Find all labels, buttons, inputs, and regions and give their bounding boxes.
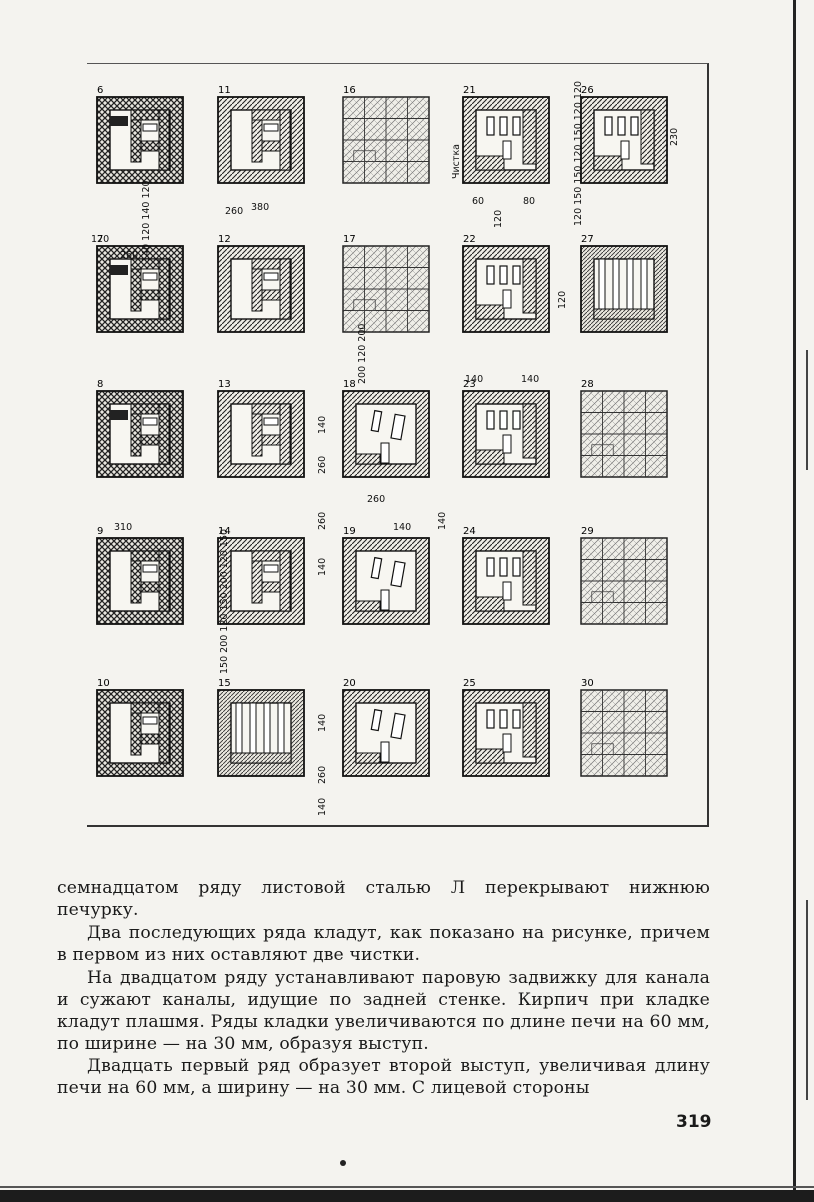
masonry-row-21: 21 [462,85,550,184]
dimension-label: 140 [437,512,448,530]
scan-edge [0,1190,814,1202]
dimension-label: 140 [317,558,328,576]
row-number-label: 13 [218,379,231,390]
row-number-label: 25 [463,678,476,689]
masonry-row-19: 19 [342,526,430,625]
dimension-label: 120 150 150 120 150 120 120 [573,81,584,226]
paragraph-text: Два последующих ряда кладут, как показан… [57,923,710,965]
dimension-label: 380 [251,202,269,213]
paragraph-2: Два последующих ряда кладут, как показан… [57,922,710,966]
row-number-label: 20 [343,678,356,689]
masonry-row-8: 8 [96,379,184,478]
masonry-row-13: 13 [217,379,305,478]
dimension-label: 140 [393,522,411,533]
paragraph-text: семнадцатом ряду листовой сталью Л перек… [57,878,710,920]
paragraph-text: На двадцатом ряду устанавливают паровую … [57,968,710,1054]
dimension-label: 230 [669,128,680,146]
dimension-label: 140 120 140 120 [141,180,152,262]
dimension-label: 140 [317,714,328,732]
dimension-label: 80 [523,196,535,207]
dimension-label: 140 [317,416,328,434]
row-number-label: 9 [97,526,103,537]
row-number-label: 21 [463,85,476,96]
paragraph-4: Двадцать первый ряд образует второй выст… [57,1055,710,1099]
dimension-label: 310 [114,522,132,533]
paragraph-text: Двадцать первый ряд образует второй выст… [57,1056,710,1098]
dimension-label: 150 200 120 150 200 120 150 [219,529,230,674]
masonry-row-27: 27 [580,234,668,333]
dimension-label: 260 [317,456,328,474]
page-edge-line [793,0,796,1202]
row-number-label: 14 [218,526,231,537]
dimension-label: 260 [367,494,385,505]
row-number-label: 18 [343,379,356,390]
masonry-row-28: 28 [580,379,668,478]
masonry-row-6: 6 [96,85,184,184]
dimension-label: 260 [317,766,328,784]
masonry-row-9: 9 [96,526,184,625]
paragraph-1: семнадцатом ряду листовой сталью Л перек… [57,877,710,921]
scan-speck [806,900,808,1100]
scan-edge [0,1186,814,1188]
scan-speck [806,350,808,470]
masonry-row-15: 15 [217,678,305,777]
row-number-label: 6 [97,85,103,96]
row-number-label: 26 [581,85,594,96]
row-number-label: 7 [97,234,103,245]
dimension-label: Чистка [451,144,462,179]
masonry-row-24: 24 [462,526,550,625]
masonry-row-16: 16 [342,85,430,184]
row-number-label: 24 [463,526,476,537]
masonry-row-7: 7 [96,234,184,333]
dimension-label: 140 [317,798,328,816]
masonry-row-18: 18 [342,379,430,478]
masonry-row-11: 11 [217,85,305,184]
masonry-row-10: 10 [96,678,184,777]
dimension-label: 260 [120,250,138,261]
masonry-figure: 6 11 16 21 26 7 12 17 22 27 8 13 18 23 28 9 14 19 24 29 10 15… [87,63,709,827]
dimension-label: 120 [557,291,568,309]
row-number-label: 16 [343,85,356,96]
scan-dot [340,1160,346,1166]
dimension-label: 120 [91,234,109,245]
masonry-row-26: 26 [580,85,668,184]
masonry-row-17: 17 [342,234,430,333]
dimension-label: 200 120 200 [357,324,368,384]
dimension-label: 120 [493,210,504,228]
masonry-row-22: 22 [462,234,550,333]
row-number-label: 27 [581,234,594,245]
dimension-label: 60 [472,196,484,207]
row-number-label: 23 [463,379,476,390]
row-number-label: 8 [97,379,103,390]
row-number-label: 17 [343,234,356,245]
masonry-row-25: 25 [462,678,550,777]
row-number-label: 15 [218,678,231,689]
row-number-label: 29 [581,526,594,537]
page-number: 319 [676,1112,712,1132]
masonry-row-29: 29 [580,526,668,625]
masonry-row-20: 20 [342,678,430,777]
row-number-label: 28 [581,379,594,390]
dimension-label: 140 [465,374,483,385]
masonry-row-23: 23 [462,379,550,478]
masonry-row-30: 30 [580,678,668,777]
dimension-label: 140 [521,374,539,385]
row-number-label: 19 [343,526,356,537]
row-number-label: 11 [218,85,231,96]
row-number-label: 10 [97,678,110,689]
row-number-label: 12 [218,234,231,245]
row-number-label: 30 [581,678,594,689]
paragraph-3: На двадцатом ряду устанавливают паровую … [57,967,710,1055]
dimension-label: 260 [317,512,328,530]
masonry-row-12: 12 [217,234,305,333]
masonry-rows-diagram: 6 11 16 21 26 7 12 17 22 27 8 13 18 23 28 9 14 19 24 29 10 15… [91,81,680,816]
dimension-label: 260 [225,206,243,217]
row-number-label: 22 [463,234,476,245]
masonry-row-14: 14 [217,526,305,625]
